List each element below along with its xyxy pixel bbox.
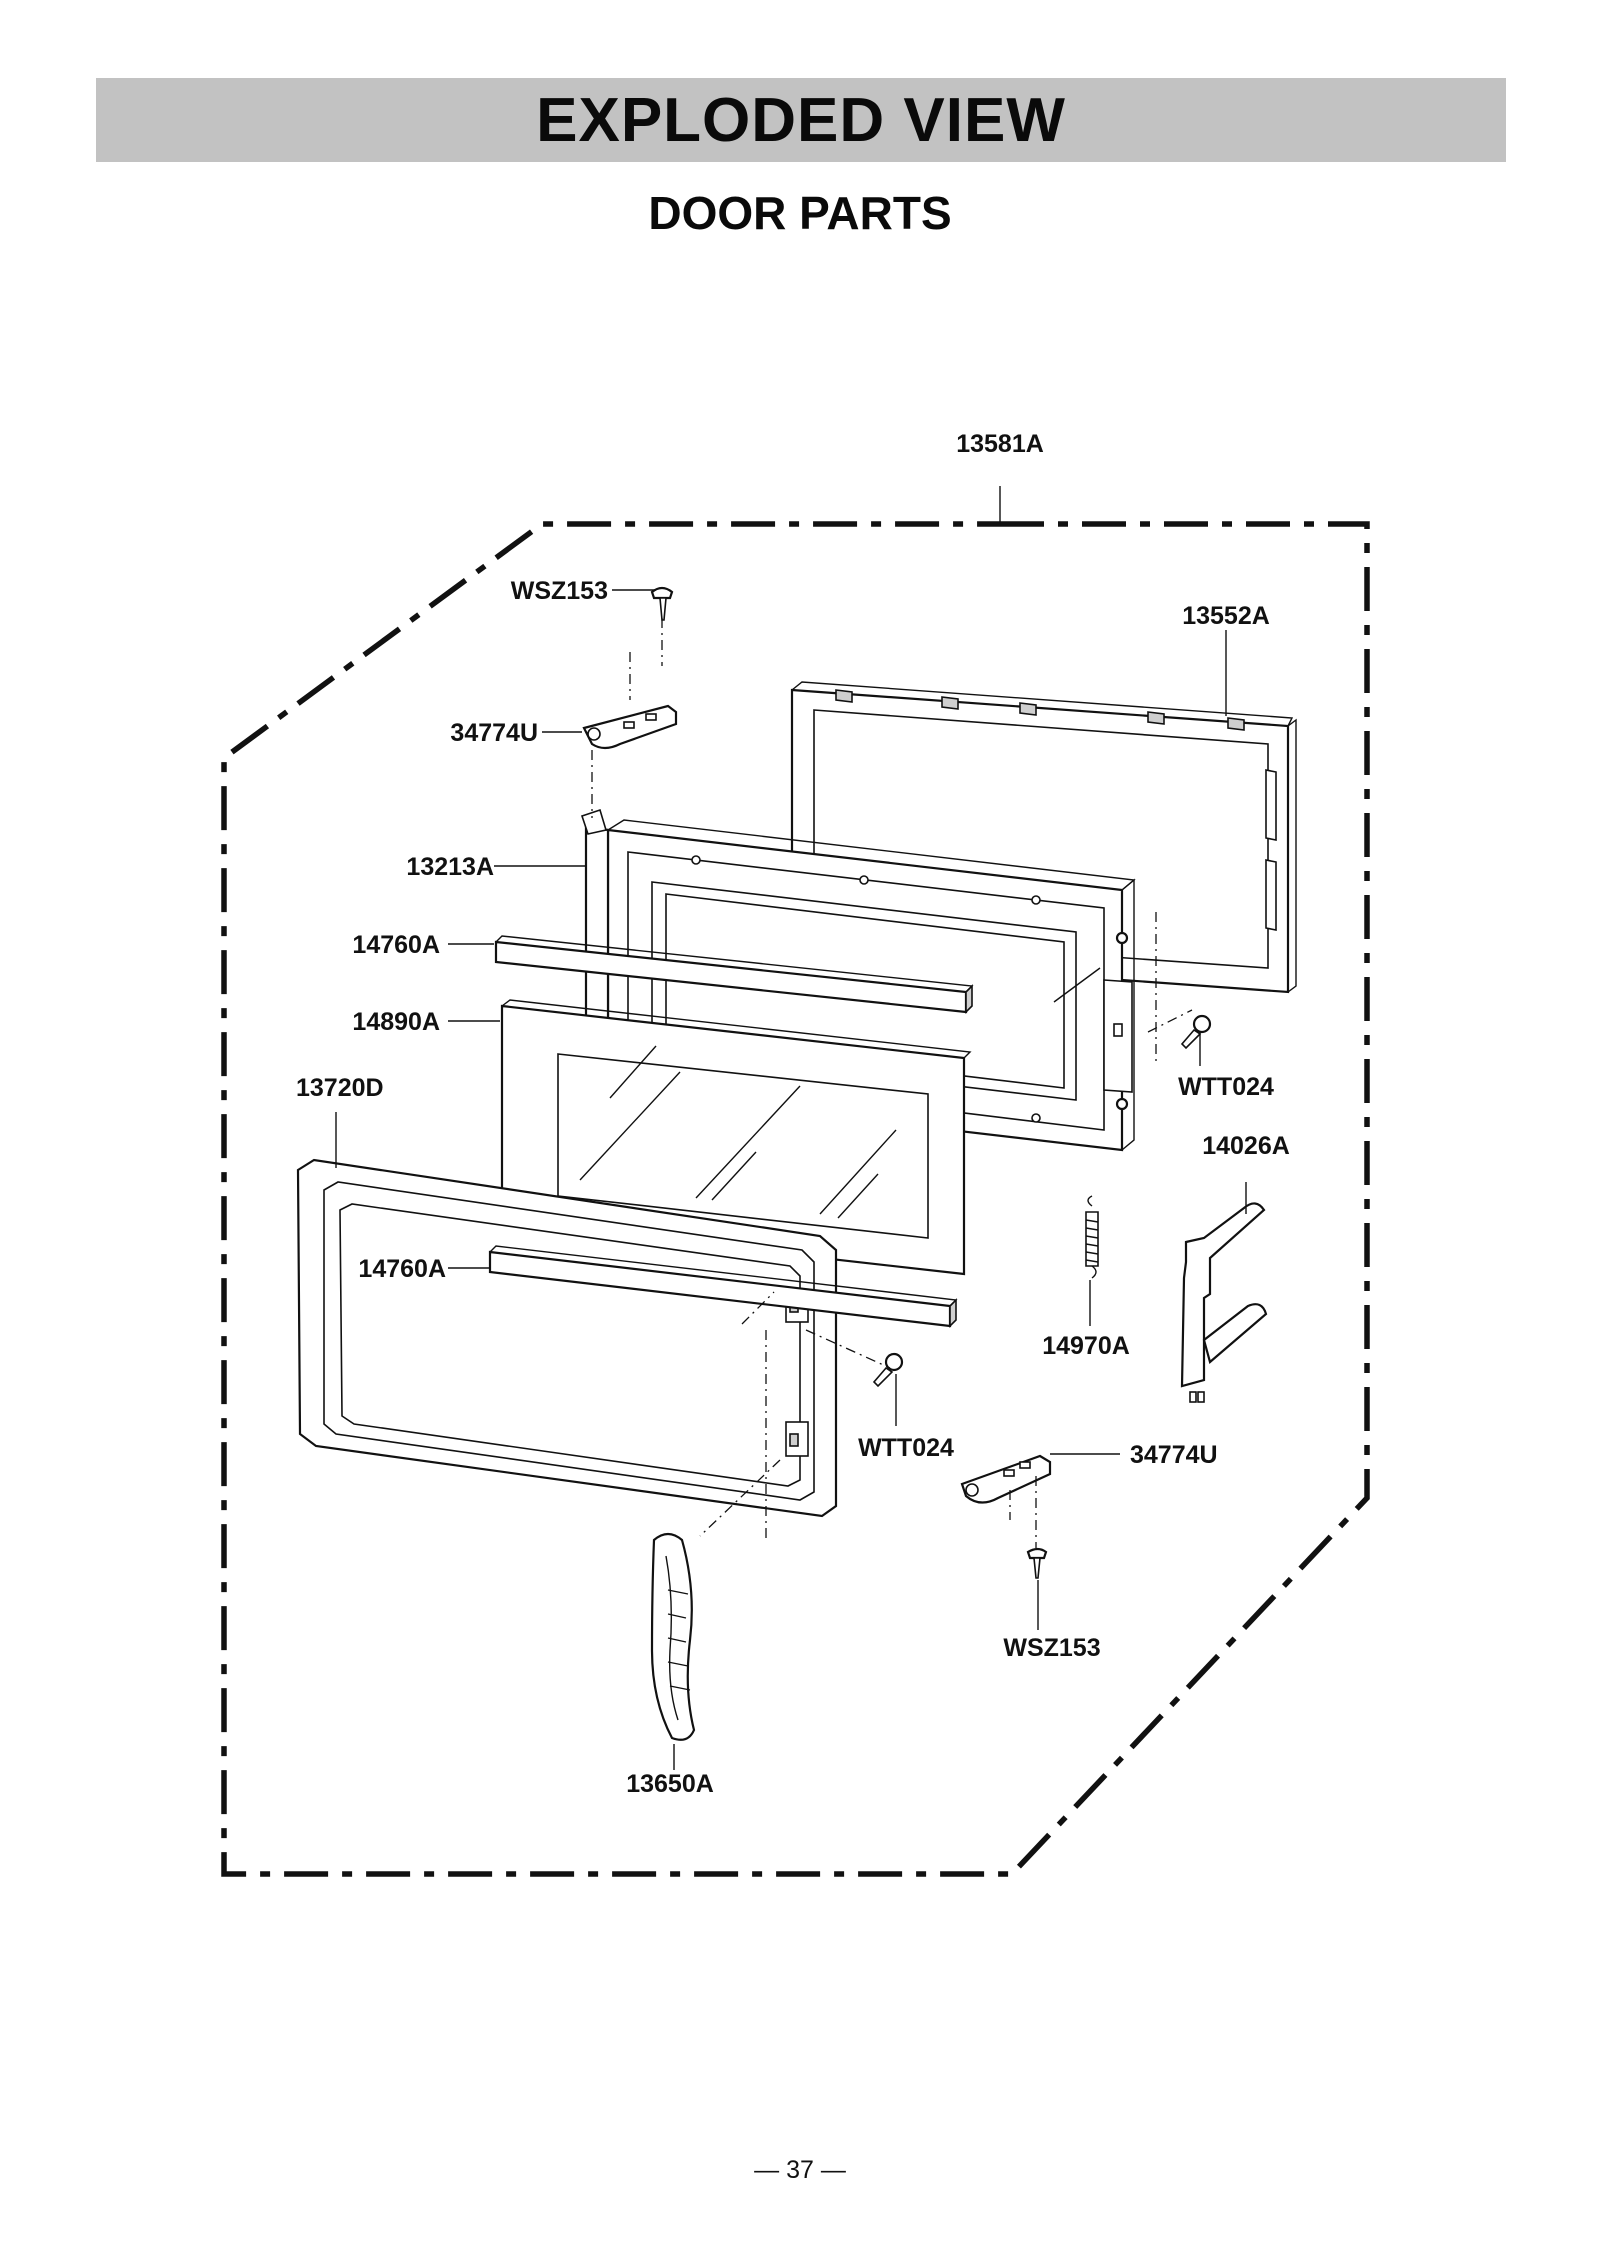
screw-bottom-part <box>1026 1547 1048 1579</box>
label-spring: 14970A <box>1042 1332 1130 1360</box>
label-choke-cover: 13552A <box>1182 602 1270 630</box>
label-hinge-bottom: 34774U <box>1130 1441 1218 1469</box>
label-screen: 14890A <box>352 1008 440 1036</box>
hinge-top-part <box>582 704 678 750</box>
handle-part <box>650 1532 696 1741</box>
leader-lines <box>335 486 1247 1770</box>
label-handle: 13650A <box>626 1770 714 1798</box>
door-outer-part <box>296 1158 838 1518</box>
label-choke-strip-1: 14760A <box>352 931 440 959</box>
label-hinge-top: 34774U <box>450 719 538 747</box>
label-latch: 14026A <box>1202 1132 1290 1160</box>
latch-part <box>1180 1202 1268 1403</box>
page-title: EXPLODED VIEW <box>536 85 1066 155</box>
screw-right-part <box>1180 1014 1212 1050</box>
assembly-guide-lines <box>591 618 1193 1548</box>
label-door-outer: 13720D <box>296 1074 384 1102</box>
assembly-boundary <box>221 521 1370 1877</box>
label-assembly: 13581A <box>956 430 1044 458</box>
choke-strip-upper-part <box>494 935 974 1014</box>
label-door-frame: 13213A <box>406 853 494 881</box>
section-subtitle: DOOR PARTS <box>648 187 952 239</box>
label-wtt024-mid: WTT024 <box>858 1434 954 1462</box>
hinge-bottom-part <box>960 1454 1052 1504</box>
screw-top-part <box>650 586 674 621</box>
page-number: — 37 — <box>754 2156 846 2184</box>
label-wtt024-right: WTT024 <box>1178 1073 1274 1101</box>
screw-mid-part <box>872 1352 904 1388</box>
spring-part <box>1085 1195 1099 1279</box>
title-bar: EXPLODED VIEW <box>96 78 1506 162</box>
label-wsz153-top: WSZ153 <box>511 577 608 605</box>
label-choke-strip-2: 14760A <box>358 1255 446 1283</box>
label-wsz153-bottom: WSZ153 <box>1003 1634 1100 1662</box>
choke-strip-lower-part <box>488 1245 958 1328</box>
